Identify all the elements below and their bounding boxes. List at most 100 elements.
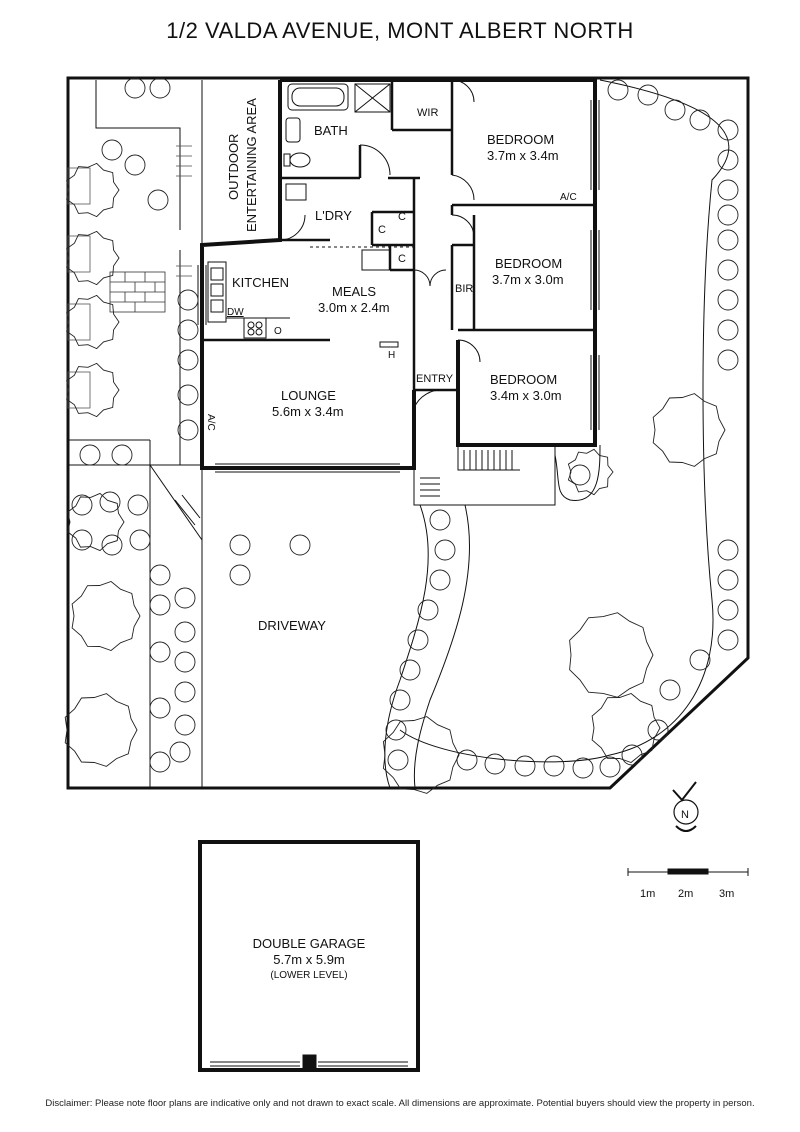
bedroom-3-name: BEDROOM — [490, 372, 557, 387]
shrub-icon — [689, 649, 711, 671]
bathroom-fixtures — [283, 83, 391, 201]
shrub-icon — [399, 659, 421, 681]
cupboard-label-2: C — [378, 224, 386, 236]
shrub-icon — [149, 594, 171, 616]
shrub-icon — [717, 204, 739, 226]
lounge-size: 5.6m x 3.4m — [272, 404, 344, 419]
shrub-icon — [717, 289, 739, 311]
shrub-icon — [169, 741, 191, 763]
shrub-icon — [111, 444, 133, 466]
driveway-label: DRIVEWAY — [258, 618, 326, 633]
shrub-icon — [79, 444, 101, 466]
shrub-icon — [456, 749, 478, 771]
bir-label: BIR — [455, 283, 473, 295]
interior-walls — [202, 80, 595, 392]
shrub-icon — [289, 534, 311, 556]
shrub-icon — [647, 719, 669, 741]
shrub-icon — [717, 599, 739, 621]
shrub-icon — [174, 681, 196, 703]
shrub-icon — [99, 491, 121, 513]
garden-path — [384, 79, 730, 789]
tree-icon — [66, 162, 120, 218]
oven-label: O — [274, 326, 282, 337]
shrub-icon — [174, 714, 196, 736]
shrub-icon — [572, 757, 594, 779]
site-boundary — [66, 76, 750, 790]
dishwasher-label: DW — [227, 307, 244, 318]
scale-bar — [627, 868, 749, 876]
outdoor-area-label-line2: ENTERTAINING AREA — [244, 98, 259, 232]
bedroom-2-size: 3.7m x 3.0m — [492, 272, 564, 287]
outdoor-area-label: OUTDOOR — [226, 134, 241, 200]
shrub-icon — [407, 629, 429, 651]
shrub-icon — [717, 349, 739, 371]
bath-label: BATH — [314, 123, 348, 138]
brick-pattern — [109, 271, 166, 313]
house-walls — [200, 78, 597, 470]
shrub-icon — [717, 319, 739, 341]
shrub-icon — [71, 529, 93, 551]
shrub-icon — [127, 494, 149, 516]
bedroom-3-size: 3.4m x 3.0m — [490, 388, 562, 403]
tree-icon — [591, 692, 661, 764]
house-windows — [197, 100, 600, 473]
shrub-icon — [229, 534, 251, 556]
heater-label: H — [388, 350, 395, 361]
shrub-icon — [387, 749, 409, 771]
shrub-icon — [607, 79, 629, 101]
shrub-icon — [689, 109, 711, 131]
shrub-icon — [389, 689, 411, 711]
shrub-icon — [543, 755, 565, 777]
shrub-icon — [149, 751, 171, 773]
tree-icon — [66, 294, 120, 350]
shrub-icon — [717, 259, 739, 281]
shrub-icon — [717, 629, 739, 651]
tree-icon — [64, 693, 138, 767]
shrub-icon — [429, 509, 451, 531]
shrub-icon — [659, 679, 681, 701]
wir-label: WIR — [417, 107, 438, 119]
shrub-icon — [71, 494, 93, 516]
garage-level: (LOWER LEVEL) — [270, 970, 347, 981]
shrub-icon — [101, 139, 123, 161]
shrub-icon — [717, 179, 739, 201]
shrub-icon — [385, 719, 407, 741]
shrub-icon — [429, 569, 451, 591]
bedroom-1-size: 3.7m x 3.4m — [487, 148, 559, 163]
shrub-icon — [229, 564, 251, 586]
scale-label-1m: 1m — [640, 888, 655, 900]
tree-icon — [382, 716, 460, 794]
tree-icon — [569, 612, 654, 698]
tree-icon — [567, 448, 614, 496]
shrub-icon — [177, 289, 199, 311]
lounge-name: LOUNGE — [281, 388, 336, 403]
bedroom-2-name: BEDROOM — [495, 256, 562, 271]
shrub-icon — [149, 641, 171, 663]
door-swings — [279, 79, 481, 409]
shrub-icon — [101, 534, 123, 556]
shrub-icon — [717, 119, 739, 141]
kitchen-fixtures — [207, 246, 414, 348]
shrub-icon — [717, 149, 739, 171]
shrub-icon — [664, 99, 686, 121]
shrub-icon — [177, 419, 199, 441]
cupboard-label-3: C — [398, 253, 406, 265]
shrub-icon — [717, 569, 739, 591]
window-frames-left — [67, 145, 192, 409]
shrub-icon — [177, 319, 199, 341]
shrub-icon — [129, 529, 151, 551]
tree-icon — [71, 580, 141, 652]
compass-north-label: N — [681, 809, 689, 821]
shrub-icon — [514, 755, 536, 777]
shrub-icon — [174, 651, 196, 673]
page-title: 1/2 VALDA AVENUE, MONT ALBERT NORTH — [166, 18, 634, 43]
shrub-icon — [484, 753, 506, 775]
shrub-icon — [717, 539, 739, 561]
scale-label-3m: 3m — [719, 888, 734, 900]
shrub-icon — [434, 539, 456, 561]
laundry-label: L'DRY — [315, 208, 352, 223]
garage-door — [210, 1054, 408, 1071]
tree-icon — [652, 393, 726, 467]
disclaimer-text: Disclaimer: Please note floor plans are … — [45, 1098, 755, 1109]
